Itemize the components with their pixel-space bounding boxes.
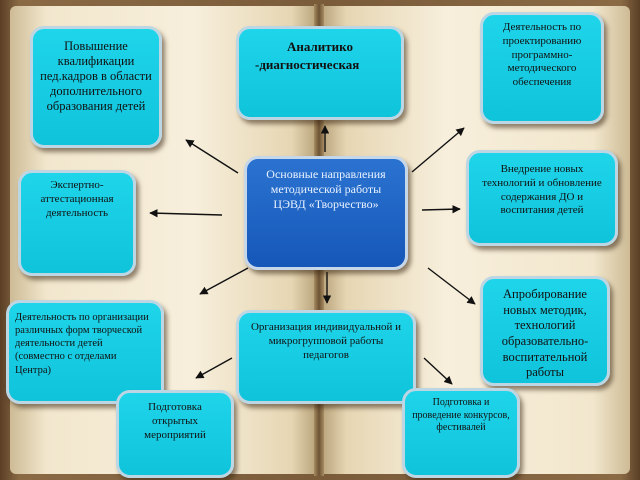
node-program-design: Деятельность по проектированию программн… bbox=[480, 12, 604, 124]
arrow-to-forms bbox=[199, 267, 249, 295]
node-approbation: Апробирование новых методик, технологий … bbox=[480, 276, 610, 386]
node-center: Основные направления методической работы… bbox=[244, 156, 408, 270]
node-open-events-text: Подготовка открытых мероприятий bbox=[144, 401, 206, 441]
node-center-text: Основные направления методической работы… bbox=[266, 167, 386, 211]
arrow-to-tech bbox=[421, 205, 461, 214]
node-analytic: Аналитико -диагностическая bbox=[236, 26, 404, 120]
arrow-to-qualification bbox=[185, 139, 239, 174]
node-qualification-text: Повышение квалификации пед.кадров в обла… bbox=[40, 39, 152, 113]
node-tech: Внедрение новых технологий и обновление … bbox=[466, 150, 618, 246]
arrow-to-expert bbox=[149, 209, 223, 218]
node-analytic-line2: -диагностическая bbox=[255, 57, 360, 73]
node-open-events: Подготовка открытых мероприятий bbox=[116, 390, 234, 478]
node-group-work-text: Организация индивидуальной и микрогруппо… bbox=[250, 321, 402, 361]
node-approbation-text: Апробирование новых методик, технологий … bbox=[501, 287, 589, 380]
node-analytic-line1: Аналитико bbox=[287, 39, 353, 54]
node-forms: Деятельность по организации различных фо… bbox=[6, 300, 164, 404]
arrow-to-contests bbox=[423, 357, 453, 385]
arrow-to-approbation bbox=[427, 267, 476, 305]
node-expert: Экспертно-аттестационная деятельность bbox=[18, 170, 136, 276]
arrow-to-open-events bbox=[195, 357, 233, 379]
node-contests-text: Подготовка и проведение конкурсов, фести… bbox=[412, 397, 510, 433]
node-expert-text: Экспертно-аттестационная деятельность bbox=[40, 179, 114, 219]
node-qualification: Повышение квалификации пед.кадров в обла… bbox=[30, 26, 162, 148]
arrow-to-program-design bbox=[411, 127, 465, 173]
node-contests: Подготовка и проведение конкурсов, фести… bbox=[402, 388, 520, 478]
node-group-work: Организация индивидуальной и микрогруппо… bbox=[236, 310, 416, 404]
node-program-design-text: Деятельность по проектированию программн… bbox=[502, 21, 582, 88]
node-forms-text: Деятельность по организации различных фо… bbox=[15, 312, 149, 376]
node-tech-text: Внедрение новых технологий и обновление … bbox=[482, 163, 602, 217]
